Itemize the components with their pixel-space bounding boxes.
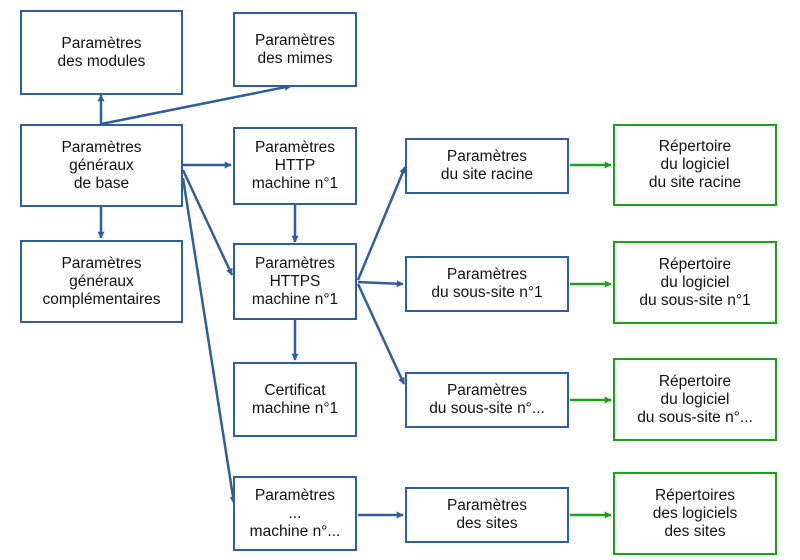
node-site-racine-label: Paramètres du site racine	[440, 148, 534, 183]
node-sous-site-1-label: Paramètres du sous-site n°1	[431, 266, 543, 301]
node-rep-sous-site-n: Répertoire du logiciel du sous-site n°..…	[613, 358, 777, 441]
node-general: Paramètres généraux de base	[20, 124, 183, 207]
node-modules: Paramètres des modules	[20, 10, 183, 95]
edge-https-to-sous-site-1	[357, 280, 404, 288]
node-rep-sous-site-1: Répertoire du logiciel du sous-site n°1	[613, 241, 777, 324]
edge-https-to-site-racine	[356, 166, 407, 281]
node-rep-racine-label: Répertoire du logiciel du site racine	[648, 138, 742, 191]
node-rep-sites: Répertoires des logiciels des sites	[613, 472, 777, 555]
node-rep-sous-site-n-label: Répertoire du logiciel du sous-site n°..…	[637, 372, 753, 426]
node-machine-n: Paramètres ... machine n°...	[233, 476, 357, 551]
edge-general-to-https	[181, 169, 234, 276]
node-http: Paramètres HTTP machine n°1	[233, 127, 357, 205]
edge-general-to-machine-n	[181, 177, 237, 504]
node-rep-sites-label: Répertoires des logiciels des sites	[652, 486, 738, 540]
node-machine-n-label: Paramètres ... machine n°...	[249, 486, 341, 540]
node-sous-site-n-label: Paramètres du sous-site n°...	[429, 382, 545, 417]
edge-https-to-sous-site-n	[356, 283, 406, 385]
node-mimes: Paramètres des mimes	[233, 12, 357, 87]
node-general-label: Paramètres généraux de base	[61, 138, 142, 192]
node-site-racine: Paramètres du site racine	[405, 138, 569, 194]
node-https: Paramètres HTTPS machine n°1	[233, 243, 357, 320]
node-complementaires-label: Paramètres généraux complémentaires	[42, 254, 161, 308]
node-certificat-label: Certificat machine n°1	[251, 381, 339, 417]
node-mimes-label: Paramètres des mimes	[254, 31, 336, 67]
node-http-label: Paramètres HTTP machine n°1	[251, 139, 339, 192]
edge-general-to-mimes	[100, 83, 292, 126]
node-https-label: Paramètres HTTPS machine n°1	[251, 254, 339, 308]
node-modules-label: Paramètres des modules	[57, 34, 146, 70]
node-rep-sous-site-1-label: Répertoire du logiciel du sous-site n°1	[639, 255, 751, 309]
node-certificat: Certificat machine n°1	[233, 362, 357, 437]
node-sous-site-1: Paramètres du sous-site n°1	[405, 256, 569, 312]
node-sites-label: Paramètres des sites	[446, 497, 528, 532]
node-sites: Paramètres des sites	[405, 487, 569, 543]
node-rep-racine: Répertoire du logiciel du site racine	[613, 124, 777, 206]
node-complementaires: Paramètres généraux complémentaires	[20, 240, 183, 323]
node-sous-site-n: Paramètres du sous-site n°...	[405, 372, 569, 428]
